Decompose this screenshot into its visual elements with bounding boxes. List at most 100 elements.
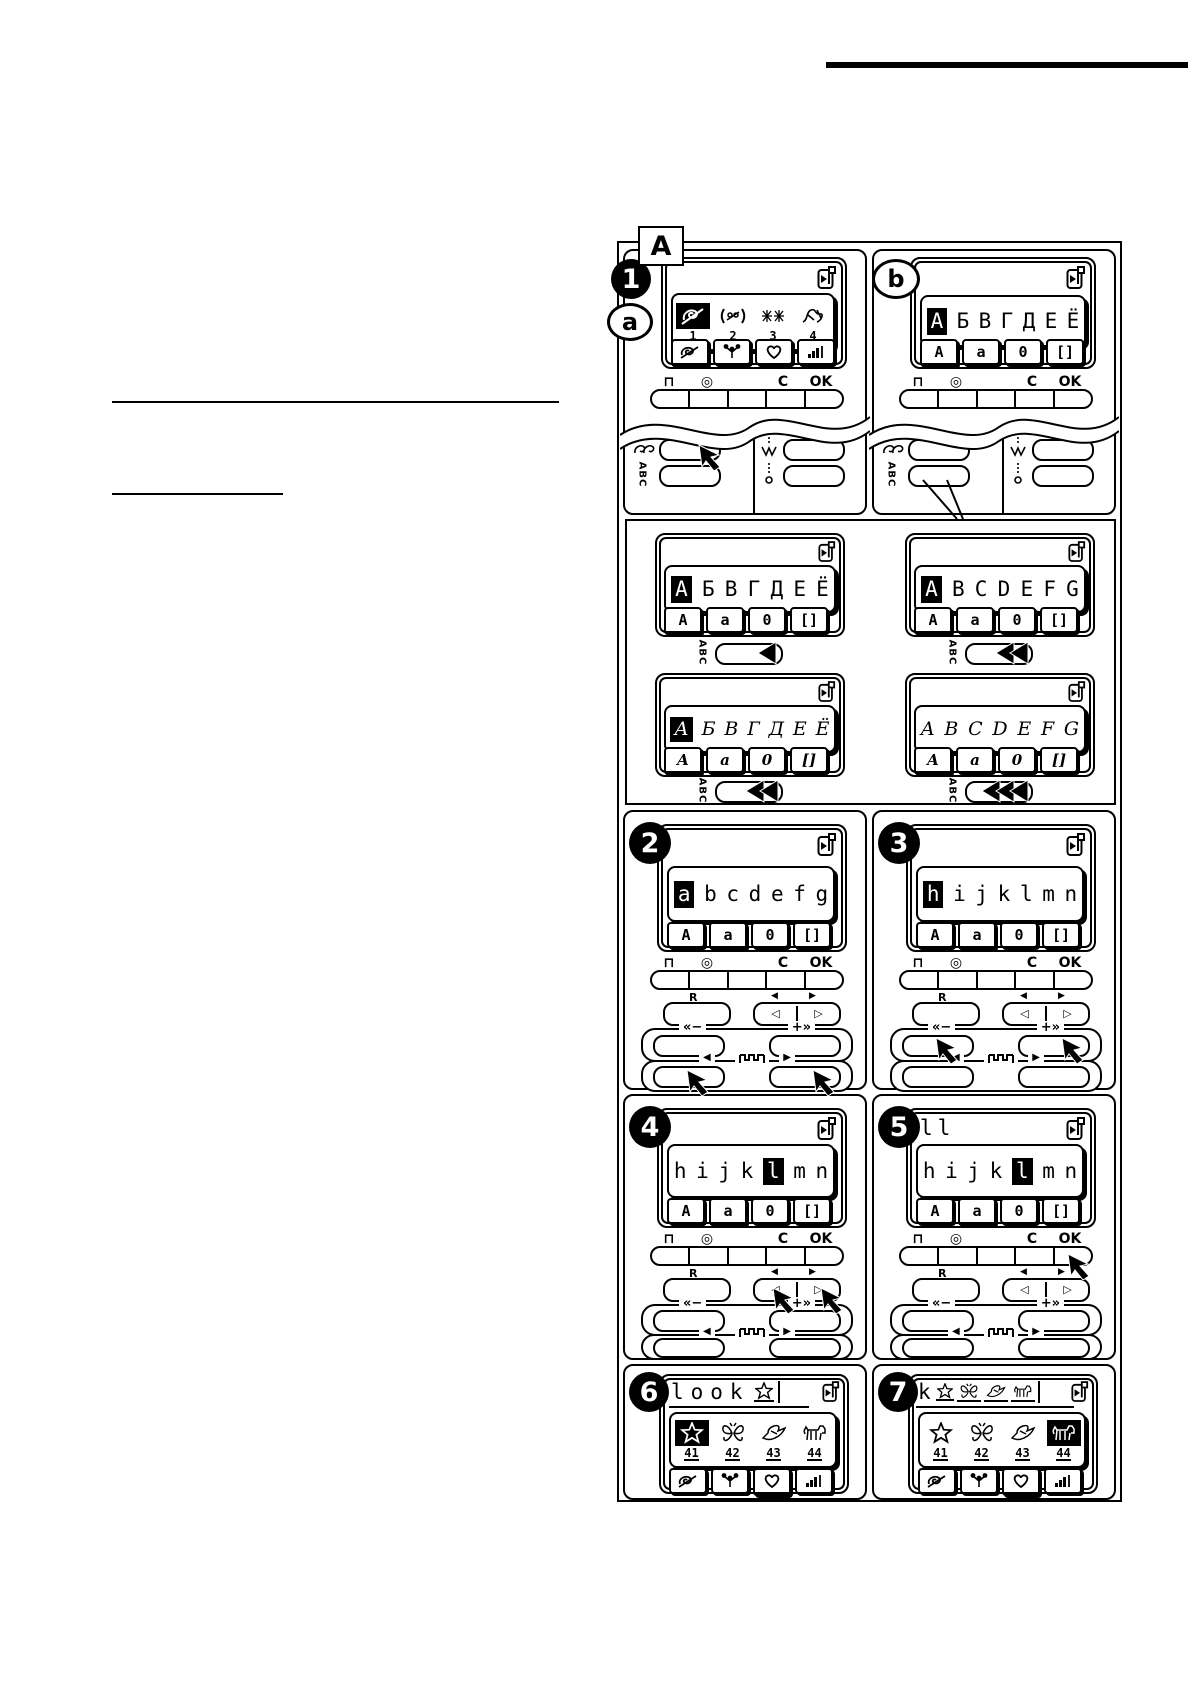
tab-lowercase: a [706,607,744,633]
tab-symbols: [] [1046,339,1084,365]
callout-a-badge: a [607,303,653,341]
heart-icon [763,1473,781,1489]
pattern-slot: 43 [1006,1420,1040,1461]
char: l [1011,1157,1033,1185]
dog-symbol [1010,1383,1035,1402]
ok-label: OK [809,1231,833,1247]
ok-label: OK [1058,1231,1082,1247]
letter-row: h i j k l m n [667,1144,835,1198]
char: a [673,880,695,908]
letter-row: A B C D E F G [914,565,1086,613]
increase-label: +» [1036,1021,1064,1034]
clear-label: C [1026,955,1038,971]
entry-line: k [918,1380,1040,1404]
abc-label: ABC [946,639,958,666]
ok-label: OK [1058,955,1082,971]
char: В [978,308,992,333]
char: k [740,1158,754,1183]
function-button-bar [650,389,844,409]
lcd-screen: А Б В Г Д Е Ё A a 0 [] [910,257,1096,369]
letter-row: h i j k l m n [916,866,1084,922]
char: b [704,881,717,906]
pattern-number: 42 [974,1445,989,1461]
callout-connector [895,478,975,520]
target-icon: ◎ [949,955,963,971]
increase-button [769,1310,841,1332]
pattern-slot: 44 [798,1420,832,1461]
char: Б [701,717,716,740]
decrease-label: «− [679,1021,707,1034]
tab-lowercase: a [962,339,1000,365]
pin-icon: ⊓ [663,374,675,390]
char: l [1019,881,1033,906]
entered-text: k [918,1380,933,1404]
section-label: A [650,230,672,262]
char: i [953,881,966,906]
step-3-badge: 3 [878,822,920,864]
cursor-arrow [1060,1036,1086,1064]
decrease-label: «− [928,1021,956,1034]
lcd-screen: 1 2 3 [661,257,847,369]
char: B [951,576,965,601]
star-icon [674,1419,709,1446]
pattern-number: 41 [933,1445,948,1461]
pattern-slot: 42 [716,1420,750,1461]
char: A [921,575,942,603]
step-7-badge: 7 [878,1372,918,1412]
reverse-label: R [938,991,947,1004]
clear-button [767,972,806,988]
pin-icon: ⊓ [663,955,675,971]
cassette-icon [1071,1381,1089,1403]
decrease-label: «− [679,1297,707,1310]
entry-line: look [671,1380,780,1404]
char: k [997,881,1011,906]
needle-icon [761,463,777,485]
target-button [690,1248,729,1264]
tab-uppercase: A [914,607,952,635]
char: А [671,575,692,603]
spacer-button [729,391,768,407]
snowflake-stitch-icon [756,303,790,329]
cursor-right-button [769,1338,841,1358]
clear-button [1016,391,1055,407]
bars-icon [806,344,826,360]
tab-uppercase: A [916,922,954,948]
tab-symbols: [] [790,607,828,633]
swirl-icon [677,1473,699,1489]
clear-button [767,391,806,407]
target-button [939,391,978,407]
pin-icon: ⊓ [912,1231,924,1247]
tab-uppercase: A [920,339,958,367]
char: n [1064,881,1078,906]
lcd-latin-script: A B C D E F G A a 0 [] [905,673,1095,777]
panel-divider-line [1002,433,1004,513]
sprig-icon [720,1473,740,1489]
press-arrow [979,779,1029,803]
cursor-right-label: ▶ [1028,1327,1044,1337]
zigzag-icon [761,437,777,459]
target-icon: ◎ [700,374,714,390]
char: Б [956,308,970,333]
tab-decorative-stitch [918,1468,956,1494]
char: Ё [1066,308,1080,333]
panel-2: 2 a b c d e f g A a 0 [] ⊓ ◎ [623,810,867,1096]
tab-digits: 0 [998,607,1036,633]
text-cursor [777,1381,780,1403]
buttonhole-icon [735,1326,769,1339]
target-button [690,972,729,988]
char: d [748,881,762,906]
panel-7: 7 k 41 [872,1364,1116,1500]
reverse-label: R [938,1267,947,1280]
butterfly-icon [965,1420,999,1446]
char: f [793,881,806,906]
star-symbol [753,1382,774,1402]
pattern-number: 44 [807,1445,822,1461]
char: n [1064,1158,1078,1183]
needle-icon [1010,463,1026,485]
char: B [944,717,959,740]
right-tri-label: ▶ [1058,991,1065,1001]
cassette-icon [817,266,837,290]
char: Б [701,576,715,601]
tab-digits: 0 [751,922,789,948]
char: e [770,881,784,906]
